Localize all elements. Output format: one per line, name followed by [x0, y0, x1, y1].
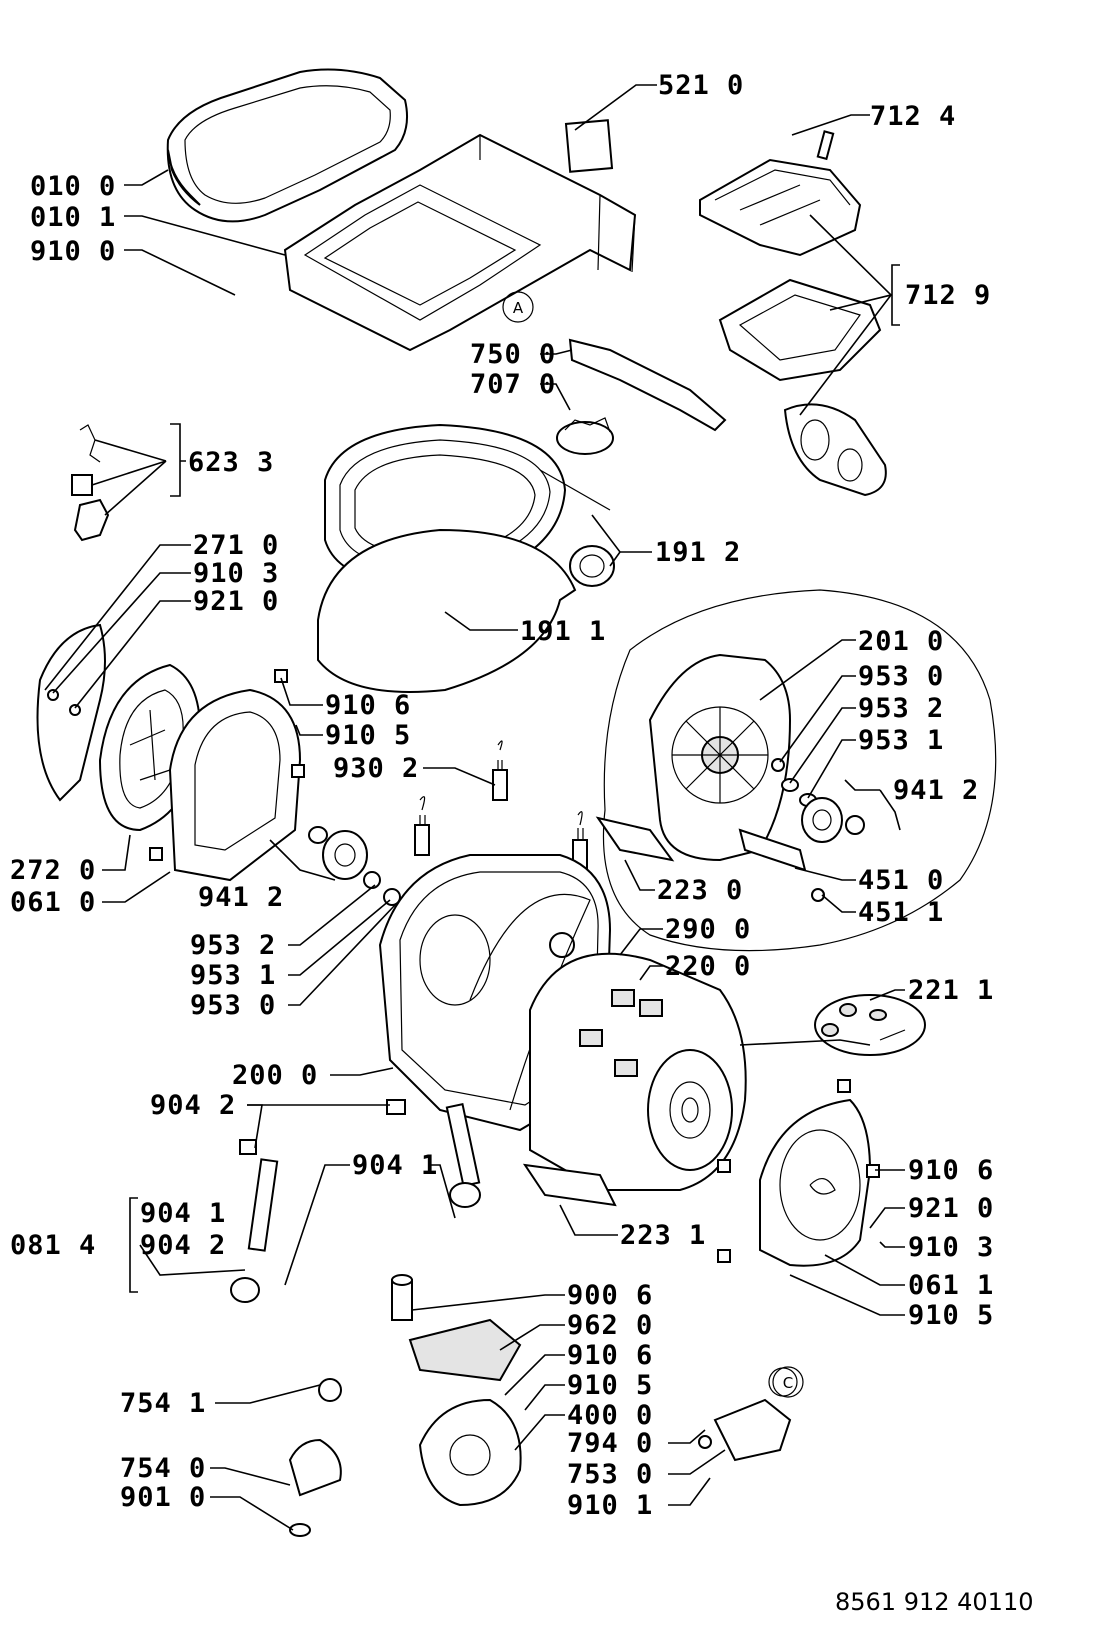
rear-cover-drawing: [36, 623, 106, 802]
part-label-223-0: 223 0: [657, 875, 743, 906]
part-label-753-0: 753 0: [567, 1459, 653, 1490]
part-label-901-0: 901 0: [120, 1482, 206, 1513]
part-label-272-0: 272 0: [10, 855, 96, 886]
callout-c-circle: [772, 1366, 804, 1398]
part-label-953-0-right: 953 0: [858, 661, 944, 692]
part-label-900-6: 900 6: [567, 1280, 653, 1311]
document-number: 8561 912 40110: [835, 1588, 1034, 1616]
part-label-201-0: 201 0: [858, 626, 944, 657]
part-label-712-4: 712 4: [870, 101, 956, 132]
right-frame-drawing: [717, 1079, 880, 1267]
part-label-904-1-top: 904 1: [352, 1150, 438, 1181]
part-label-930-2: 930 2: [333, 753, 419, 784]
part-label-200-0: 200 0: [232, 1060, 318, 1091]
part-label-953-0-left: 953 0: [190, 990, 276, 1021]
callout-c-letter: C: [783, 1374, 793, 1392]
part-label-271-0: 271 0: [193, 530, 279, 561]
dispenser-drawings: [699, 158, 887, 497]
part-label-623-3: 623 3: [188, 447, 274, 478]
part-label-904-2-top: 904 2: [150, 1090, 236, 1121]
part-label-400-0: 400 0: [567, 1400, 653, 1431]
part-label-010-1: 010 1: [30, 202, 116, 233]
top-frame-drawing: [283, 133, 637, 352]
part-label-081-4: 081 4: [10, 1230, 96, 1261]
part-label-953-2-right: 953 2: [858, 693, 944, 724]
part-label-953-2-left: 953 2: [190, 930, 276, 961]
part-label-220-0: 220 0: [665, 951, 751, 982]
part-label-794-0: 794 0: [567, 1428, 653, 1459]
part-label-941-2-right: 941 2: [893, 775, 979, 806]
part-label-910-3: 910 3: [193, 558, 279, 589]
part-label-910-5-left: 910 5: [325, 720, 411, 751]
part-label-941-2-left: 941 2: [198, 882, 284, 913]
part-label-904-1-bracket: 904 1: [140, 1198, 226, 1229]
part-label-910-5-bottom: 910 5: [567, 1370, 653, 1401]
top-cover-drawing: [166, 68, 408, 223]
part-label-191-2: 191 2: [655, 537, 741, 568]
pump-and-filter-drawing: [288, 1274, 798, 1537]
label-plate-drawing: [564, 119, 614, 173]
part-label-910-6-bottom: 910 6: [567, 1340, 653, 1371]
part-label-910-6-right: 910 6: [908, 1155, 994, 1186]
part-label-921-0-right: 921 0: [908, 1193, 994, 1224]
part-label-223-1: 223 1: [620, 1220, 706, 1251]
valve-drawing: [556, 417, 614, 455]
callout-a-circle: [502, 291, 534, 323]
part-label-754-1: 754 1: [120, 1388, 206, 1419]
part-label-953-1-right: 953 1: [858, 725, 944, 756]
left-frame-drawing: [149, 669, 305, 882]
part-label-904-2-bracket: 904 2: [140, 1230, 226, 1261]
part-label-712-9: 712 9: [905, 280, 991, 311]
part-label-910-3-right: 910 3: [908, 1232, 994, 1263]
part-label-521-0: 521 0: [658, 70, 744, 101]
part-label-451-1: 451 1: [858, 897, 944, 928]
part-label-061-0: 061 0: [10, 887, 96, 918]
counterweight-bottom-drawing: [522, 1163, 617, 1207]
part-label-910-1: 910 1: [567, 1490, 653, 1521]
part-label-191-1: 191 1: [520, 616, 606, 647]
part-label-910-6-left: 910 6: [325, 690, 411, 721]
part-label-290-0: 290 0: [665, 914, 751, 945]
switch-parts-drawing: [71, 424, 110, 542]
rear-assembly-group-drawing: [602, 589, 997, 952]
leader-lines: [44, 84, 905, 1531]
part-label-962-0: 962 0: [567, 1310, 653, 1341]
part-label-221-1: 221 1: [908, 975, 994, 1006]
part-label-750-0: 750 0: [470, 339, 556, 370]
part-label-707-0: 707 0: [470, 369, 556, 400]
part-label-910-0: 910 0: [30, 236, 116, 267]
part-label-953-1-left: 953 1: [190, 960, 276, 991]
part-label-910-5-right: 910 5: [908, 1300, 994, 1331]
tub-ring-drawing: [317, 423, 615, 693]
bracket-drawing: [568, 338, 727, 432]
shock-absorbers-drawing: [230, 1099, 481, 1303]
left-bearing-hub-drawing: [308, 826, 401, 906]
callout-a-letter: A: [513, 299, 524, 317]
part-label-451-0: 451 0: [858, 865, 944, 896]
part-label-061-1: 061 1: [908, 1270, 994, 1301]
drum-drawing: [529, 952, 747, 1191]
counterweight-top-drawing: [595, 816, 675, 862]
part-label-010-0: 010 0: [30, 171, 116, 202]
springs-drawing: [414, 740, 588, 871]
rod-drawing: [816, 130, 835, 161]
part-label-754-0: 754 0: [120, 1453, 206, 1484]
part-label-921-0: 921 0: [193, 586, 279, 617]
